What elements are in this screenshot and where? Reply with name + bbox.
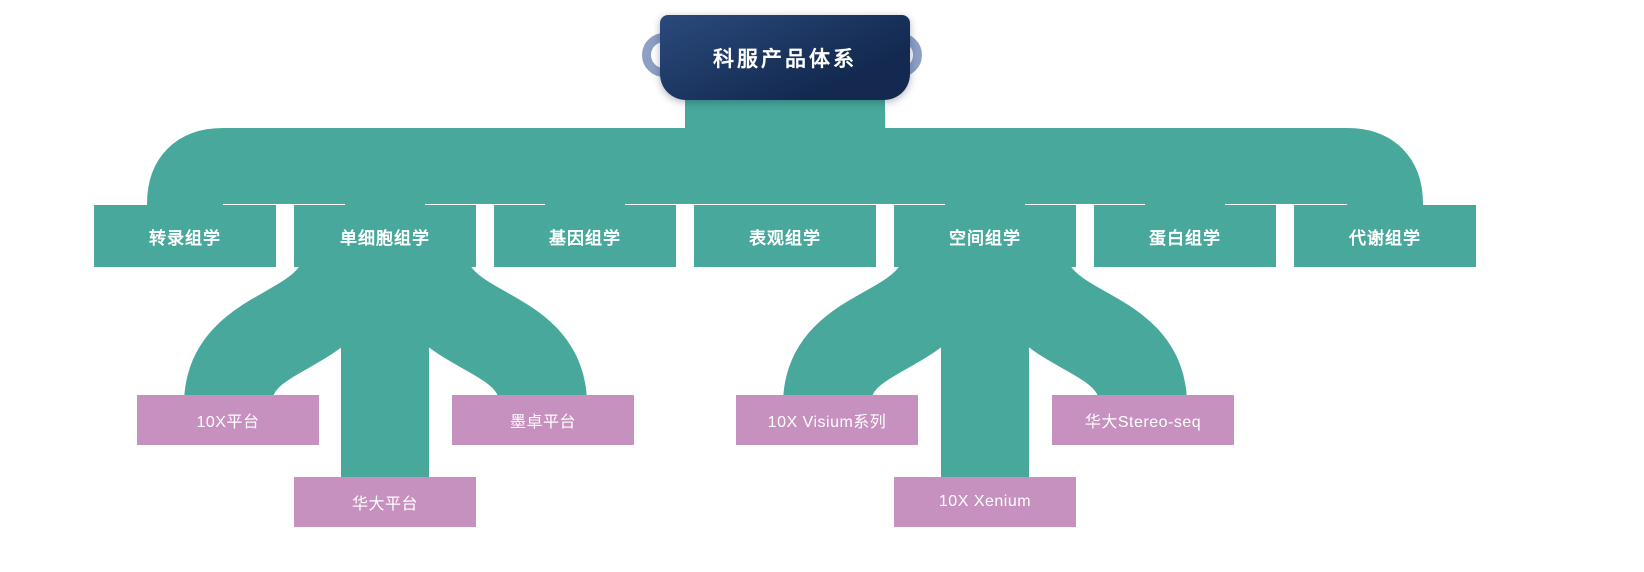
platform-label: 华大Stereo-seq (1084, 414, 1202, 431)
rail-connector (147, 128, 1423, 220)
fan-connector-spatial-left (783, 246, 991, 409)
category-label: 表观组学 (749, 228, 821, 248)
platform-label: 10X Xenium (938, 493, 1032, 510)
platform-box-mozhuo: 墨卓平台 (452, 395, 634, 445)
category-box-epigenomics: 表观组学 (694, 205, 876, 267)
category-label: 空间组学 (949, 228, 1021, 248)
diagram-title-banner: 科服产品体系 (660, 15, 910, 100)
category-label: 基因组学 (549, 228, 621, 248)
platform-box-huada-stereo-seq: 华大Stereo-seq (1052, 395, 1234, 445)
platform-box-10x-visium: 10X Visium系列 (736, 395, 918, 445)
category-box-spatial-omics: 空间组学 (894, 205, 1076, 267)
category-label: 代谢组学 (1349, 228, 1421, 248)
platform-label: 10X平台 (196, 414, 260, 431)
category-box-genomics: 基因组学 (494, 205, 676, 267)
fan-connector-singlecell-right (379, 246, 587, 409)
fan-connector-singlecell-left (184, 246, 391, 409)
platform-box-10x-xenium: 10X Xenium (894, 477, 1076, 527)
fan-connector-spatial-right (979, 246, 1187, 409)
platform-label: 10X Visium系列 (767, 414, 887, 431)
platform-label: 华大平台 (351, 496, 418, 513)
diagram-title: 科服产品体系 (713, 47, 857, 71)
platform-label: 墨卓平台 (509, 414, 576, 431)
category-box-metabolomics: 代谢组学 (1294, 205, 1476, 267)
category-box-proteomics: 蛋白组学 (1094, 205, 1276, 267)
category-label: 转录组学 (149, 228, 221, 248)
platform-box-10x: 10X平台 (137, 395, 319, 445)
category-box-single-cell-omics: 单细胞组学 (294, 205, 476, 267)
category-box-transcriptomics: 转录组学 (94, 205, 276, 267)
category-label: 蛋白组学 (1149, 228, 1221, 248)
platform-box-huada: 华大平台 (294, 477, 476, 527)
category-label: 单细胞组学 (340, 228, 430, 248)
